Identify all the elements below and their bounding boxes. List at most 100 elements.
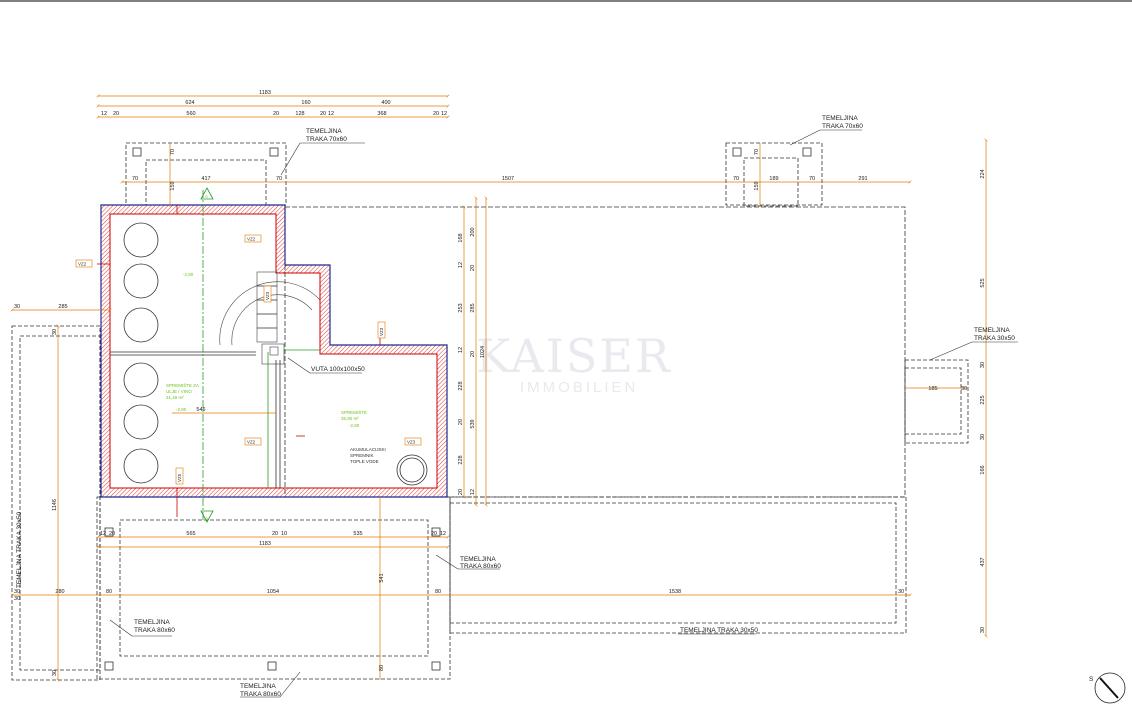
footing-labels: TEMELJINA TRAKA 70x60 TEMELJINA TRAKA 70…	[16, 115, 1015, 698]
label-temelina-top-right-1: TEMELJINA	[822, 115, 858, 122]
footing-markers	[104, 147, 812, 671]
dim-r4-0: 70	[132, 176, 138, 182]
dim-b1-1: 20	[109, 531, 115, 537]
label-temelina-mid-1: TEMELJINA	[460, 556, 496, 563]
dim-r3-0: 12	[101, 111, 107, 117]
dim-r-5: 166	[980, 465, 986, 474]
slab-outline	[284, 206, 906, 498]
dim-b1-4: 10	[281, 531, 287, 537]
dim-top-c: 400	[381, 100, 390, 106]
dim-b1-5: 535	[353, 531, 362, 537]
dim-r-2: 30	[980, 362, 986, 368]
dim-c-2: 80	[379, 665, 385, 671]
tag-2: VZ2	[247, 440, 256, 445]
label-temelina-bottom-2: TRAKA 80x60	[240, 691, 281, 698]
dim-top-b: 160	[301, 100, 310, 106]
label-akumulacijski-2: SPREMNIK	[350, 453, 374, 458]
dim-r3-6: 12	[328, 111, 334, 117]
dim-i-2: 70	[754, 149, 760, 155]
note-spremiste-lijevo-2: ULJE / VINO	[166, 389, 192, 394]
dim-b3-5: 1538	[669, 589, 681, 595]
note-spremiste-desno-1: SPREMIŠTE	[341, 409, 367, 415]
dim-r-7: 30	[980, 627, 986, 633]
dim-b3-1: 280	[55, 589, 64, 595]
dim-m-14: 12	[470, 489, 476, 495]
tag-5: VZ3	[265, 291, 270, 300]
dim-m-8: 1024	[480, 346, 486, 358]
dim-r3-3: 20	[273, 111, 279, 117]
dim-m-9: 228	[458, 381, 464, 390]
dims-mid: 168 200 12 20 253 285 12 20 1024 228 20 …	[458, 227, 486, 495]
dim-m-4: 253	[458, 303, 464, 312]
dims-center: 546 541 80	[196, 407, 385, 671]
dim-m-13: 20	[458, 489, 464, 495]
beam-tags: VZ2 VZ2 VZ2 VZ3 VZ3 VZ3 VZ5	[75, 234, 422, 485]
label-temelina-mid-2: TRAKA 80x60	[460, 563, 501, 570]
dim-m-6: 12	[458, 347, 464, 353]
dim-m-10: 20	[458, 419, 464, 425]
label-temelina-bottom-left-2: TRAKA 80x60	[134, 627, 175, 634]
dim-m-11: 539	[470, 419, 476, 428]
dim-m-3: 20	[470, 265, 476, 271]
note-level-b: -2,80	[176, 407, 187, 412]
label-temelina-bottom-1: TEMELJINA	[240, 683, 276, 690]
basement-walls	[100, 204, 448, 498]
dim-r3-8: 20	[433, 111, 439, 117]
tag-6: VZ5	[177, 473, 182, 482]
label-akumulacijski-1: AKUMULACIJSKI	[350, 447, 386, 452]
north-arrow: S	[1089, 672, 1126, 704]
dim-r4-6: 70	[809, 176, 815, 182]
dim-r4-7: 291	[858, 176, 867, 182]
label-temelina-right-1: TEMELJINA	[974, 327, 1010, 334]
dim-b1-3: 20	[272, 531, 278, 537]
dims-inner: 70 159 70 159 185 30	[170, 149, 967, 392]
basement-outline	[100, 204, 448, 498]
label-temelina-bottom-left-1: TEMELJINA	[134, 619, 170, 626]
watermark-sub: IMMOBILIEN	[520, 379, 638, 396]
dim-r3-7: 368	[377, 111, 386, 117]
tag-0: VZ2	[78, 262, 87, 267]
dims-right: 224 525 30 225 30 166 437 30	[980, 169, 986, 633]
tag-4: VZ3	[379, 327, 384, 336]
label-temelina-left-vertical: TEMELJNA TRAKA 30x50	[16, 512, 23, 588]
dim-l-4: 30	[52, 670, 58, 676]
dim-b1-2: 565	[186, 531, 195, 537]
dim-l-1: 285	[58, 304, 67, 310]
dim-m-2: 12	[458, 262, 464, 268]
dim-b3-3: 1054	[267, 589, 279, 595]
dim-r-4: 30	[980, 434, 986, 440]
dim-top-a: 624	[185, 100, 194, 106]
dim-l-0: 30	[14, 304, 20, 310]
dim-i-5: 30	[961, 386, 967, 392]
section-marker-bottom	[200, 510, 214, 523]
dims-left: 30 285 1146 30 30 30	[14, 304, 68, 676]
dim-b3-2: 80	[106, 589, 112, 595]
dim-r4-1: 417	[201, 176, 210, 182]
note-level-c: -2,80	[349, 423, 360, 428]
dim-overall-bottom: 1183	[259, 541, 271, 547]
dim-i-1: 159	[170, 181, 176, 190]
dim-r3-2: 560	[186, 111, 195, 117]
section-cuts	[97, 205, 381, 517]
dim-r-0: 224	[980, 169, 986, 178]
dim-r-3: 225	[980, 395, 986, 404]
dimension-lines	[12, 96, 986, 680]
dim-m-0: 168	[458, 233, 464, 242]
label-temelina-bottom-long: TEMELJINA TRAKA 30x50	[680, 627, 758, 634]
dim-i-3: 159	[754, 181, 760, 190]
dim-c-1: 541	[379, 573, 385, 582]
dim-r-6: 437	[980, 557, 986, 566]
dim-r3-4: 128	[295, 111, 304, 117]
label-temelina-top-right-2: TRAKA 70x60	[822, 123, 863, 130]
dim-b3-6: 30	[898, 589, 904, 595]
label-temelina-top-left-2: TRAKA 70x60	[306, 136, 347, 143]
partitions	[110, 351, 281, 488]
section-letter-bottom: A	[205, 516, 208, 521]
dim-overall-top: 1183	[259, 90, 271, 96]
dim-b1-0: 12	[100, 531, 106, 537]
section-letter-top: A	[205, 194, 208, 199]
label-temelina-right-2: TRAKA 30x50	[974, 335, 1015, 342]
dim-r-1: 525	[980, 278, 986, 287]
dim-b1-6: 20	[431, 531, 437, 537]
section-marker-top	[200, 187, 214, 200]
